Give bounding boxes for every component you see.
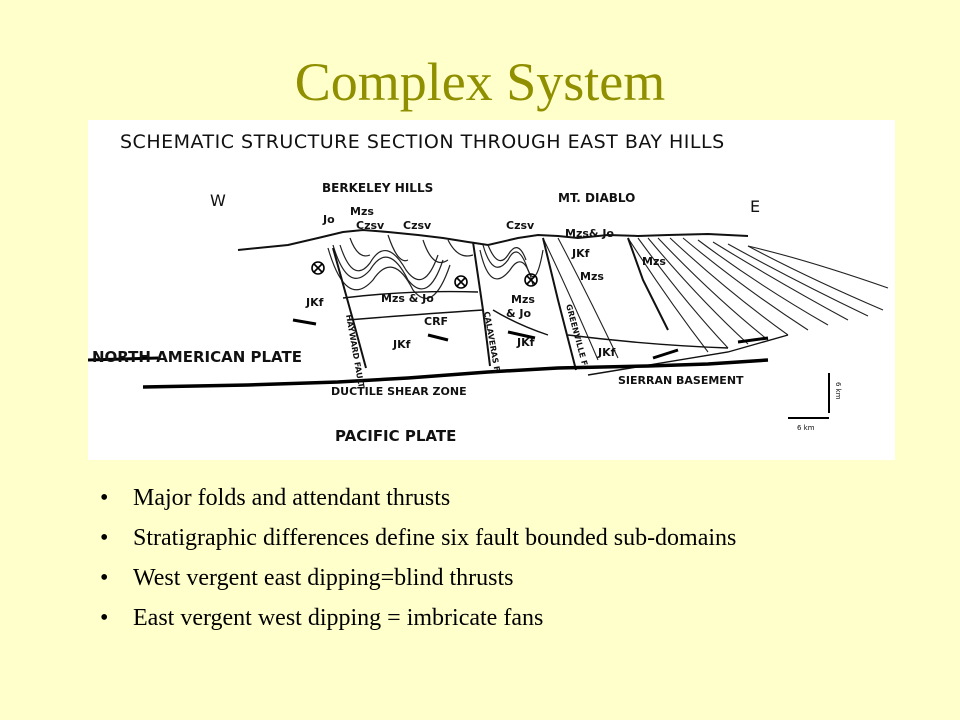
czsv-1-label: Czsv — [356, 219, 385, 232]
scale-vertical-label: 6 km — [834, 382, 842, 400]
jo-calaveras-label: & Jo — [506, 307, 532, 320]
calaveras-fault-label: CALAVERAS F. — [482, 311, 502, 374]
czsv-2-label: Czsv — [403, 219, 432, 232]
berkeley-hills-label: BERKELEY HILLS — [322, 181, 433, 195]
jkf-west-label: JKf — [305, 296, 324, 309]
crf-label: CRF — [424, 315, 448, 328]
mzs-top-label: Mzs — [350, 205, 374, 218]
pacific-plate-label: PACIFIC PLATE — [335, 427, 456, 445]
jkf-mid-label: JKf — [392, 338, 411, 351]
bullet-list: Major folds and attendant thrusts Strati… — [100, 484, 860, 644]
mt-diablo-label: MT. DIABLO — [558, 191, 635, 205]
jo-label: Jo — [322, 213, 335, 226]
imbricate-fan — [542, 237, 889, 361]
calaveras-folds — [479, 244, 544, 286]
jkf-east-top-label: JKf — [571, 247, 590, 260]
bullet-item: Stratigraphic differences define six fau… — [100, 524, 860, 552]
bullet-item: East vergent west dipping = imbricate fa… — [100, 604, 860, 632]
north-american-plate-label: NORTH AMERICAN PLATE — [92, 348, 302, 366]
thrust-horizons — [342, 290, 789, 376]
bullet-item: Major folds and attendant thrusts — [100, 484, 860, 512]
structure-section-diagram: SCHEMATIC STRUCTURE SECTION THROUGH EAST… — [88, 120, 895, 460]
scale-horizontal-label: 6 km — [797, 424, 815, 432]
hayward-fault-label: HAYWARD FAULT — [344, 314, 366, 389]
ductile-shear-zone-label: DUCTILE SHEAR ZONE — [331, 385, 467, 398]
mzs-east-label: Mzs — [580, 270, 604, 283]
scale-bars — [788, 373, 830, 419]
czsv-3-label: Czsv — [506, 219, 535, 232]
mzs-jo-mid-label: Mzs & Jo — [381, 292, 434, 305]
slide-title: Complex System — [294, 52, 666, 112]
cross-section-svg: SCHEMATIC STRUCTURE SECTION THROUGH EAST… — [88, 131, 889, 445]
strike-slip-symbols — [311, 261, 538, 289]
mzs-far-east-label: Mzs — [642, 255, 666, 268]
jkf-calaveras-label: JKf — [516, 336, 535, 349]
jkf-greenville-label: JKf — [597, 346, 616, 359]
north-american-boundary — [88, 356, 159, 362]
diagram-heading: SCHEMATIC STRUCTURE SECTION THROUGH EAST… — [120, 131, 725, 153]
berkeley-folds — [327, 234, 474, 299]
mzs-calaveras-label: Mzs — [511, 293, 535, 306]
sierran-basement-label: SIERRAN BASEMENT — [618, 374, 744, 387]
bullet-item: West vergent east dipping=blind thrusts — [100, 564, 860, 592]
east-label: E — [750, 197, 760, 216]
plate-boundary — [142, 358, 769, 389]
mzs-jo-top-label: Mzs& Jo — [565, 227, 614, 240]
west-label: W — [210, 191, 226, 210]
slip-arrows — [292, 318, 769, 360]
